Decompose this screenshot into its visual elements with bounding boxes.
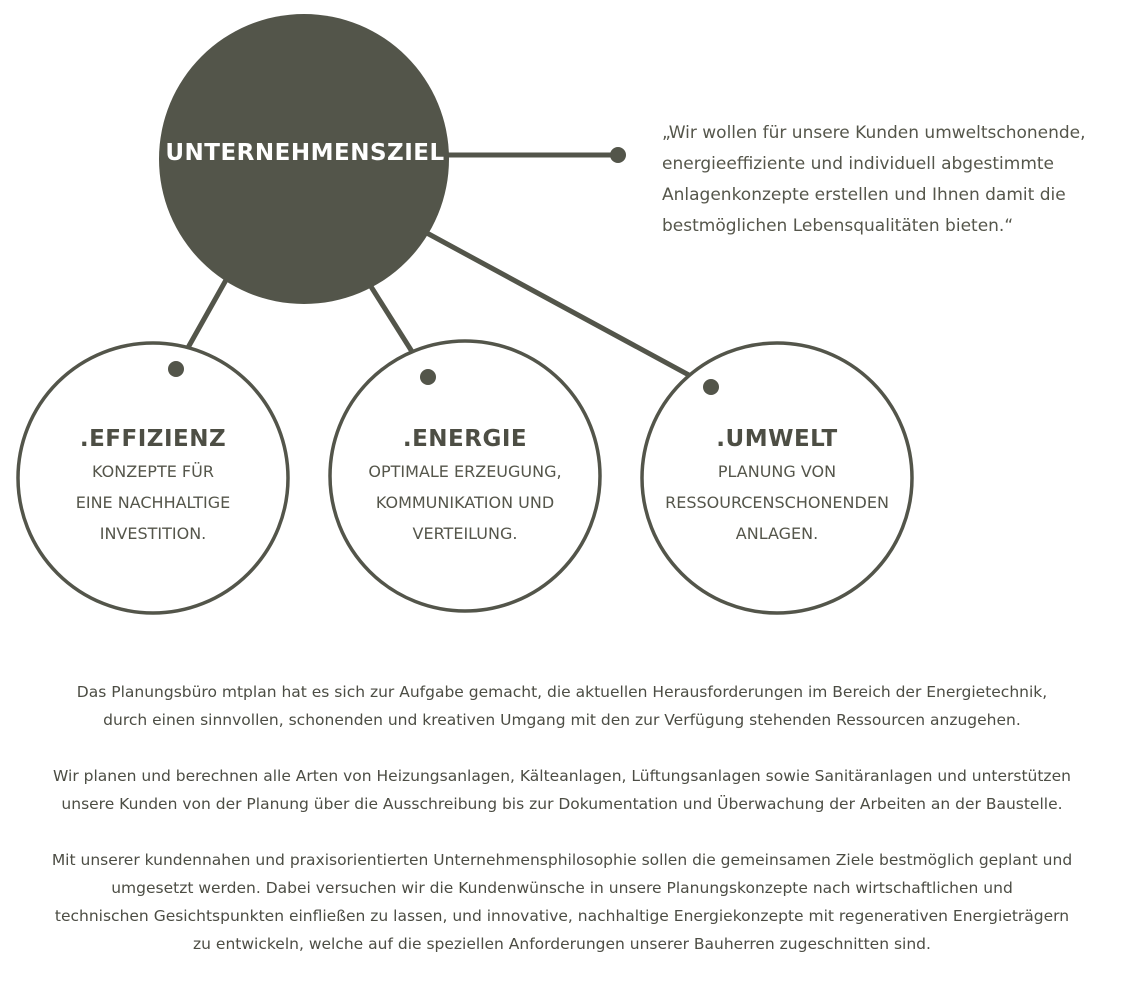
pillar-title: .EFFIZIENZ: [79, 426, 227, 452]
central-label: UNTERNEHMENSZIEL: [165, 140, 445, 166]
paragraph-philosophy: Mit unserer kundennahen und praxisorient…: [20, 846, 1104, 958]
connector-umwelt: [423, 229, 713, 390]
pillar-energie: .ENERGIE OPTIMALE ERZEUGUNG, KOMMUNIKATI…: [335, 424, 595, 549]
paragraph-line: durch einen sinnvollen, schonenden und k…: [103, 711, 1021, 729]
quote-line: bestmöglichen Lebensqualitäten bieten.“: [662, 216, 1014, 236]
pillar-title: .ENERGIE: [402, 426, 528, 452]
pillar-line: KONZEPTE FÜR: [92, 462, 214, 481]
pillar-line: KOMMUNIKATION UND: [375, 493, 555, 512]
paragraph-services: Wir planen und berechnen alle Arten von …: [20, 762, 1104, 818]
dot-umwelt: [703, 379, 719, 395]
circle-umwelt: [640, 341, 914, 615]
quote-text: „Wir wollen für unsere Kunden umweltscho…: [662, 118, 1122, 242]
pillar-description: OPTIMALE ERZEUGUNG, KOMMUNIKATION UND VE…: [335, 456, 595, 549]
body-text: Das Planungsbüro mtplan hat es sich zur …: [20, 678, 1104, 986]
dot-quote: [610, 147, 626, 163]
dot-effizienz: [168, 361, 184, 377]
paragraph-intro: Das Planungsbüro mtplan hat es sich zur …: [20, 678, 1104, 734]
paragraph-line: zu entwickeln, welche auf die speziellen…: [193, 935, 931, 953]
circle-effizienz: [16, 341, 290, 615]
pillar-umwelt: .UMWELT PLANUNG VON RESSOURCENSCHONENDEN…: [647, 424, 907, 549]
pillar-line: RESSOURCENSCHONENDEN: [665, 493, 889, 512]
quote-line: „Wir wollen für unsere Kunden umweltscho…: [662, 123, 1086, 143]
paragraph-line: Wir planen und berechnen alle Arten von …: [53, 767, 1071, 785]
central-circle: [159, 14, 449, 304]
paragraph-line: Mit unserer kundennahen und praxisorient…: [51, 851, 1073, 869]
pillar-description: PLANUNG VON RESSOURCENSCHONENDEN ANLAGEN…: [647, 456, 907, 549]
pillar-line: PLANUNG VON: [717, 462, 837, 481]
pillar-title: .UMWELT: [716, 426, 838, 452]
pillar-line: EINE NACHHALTIGE: [75, 493, 231, 512]
pillar-effizienz: .EFFIZIENZ KONZEPTE FÜR EINE NACHHALTIGE…: [23, 424, 283, 549]
pillar-line: ANLAGEN.: [735, 524, 819, 543]
diagram-graphic: [16, 14, 914, 615]
quote-line: Anlagenkonzepte erstellen und Ihnen dami…: [662, 185, 1066, 205]
pillar-line: INVESTITION.: [99, 524, 207, 543]
circle-energie: [328, 339, 602, 613]
paragraph-line: Das Planungsbüro mtplan hat es sich zur …: [76, 683, 1048, 701]
pillar-line: VERTEILUNG.: [412, 524, 518, 543]
pillar-line: OPTIMALE ERZEUGUNG,: [368, 462, 562, 481]
paragraph-line: umgesetzt werden. Dabei versuchen wir di…: [111, 879, 1013, 897]
paragraph-line: unsere Kunden von der Planung über die A…: [61, 795, 1063, 813]
quote-line: energieeffiziente und individuell abgest…: [662, 154, 1055, 174]
pillar-description: KONZEPTE FÜR EINE NACHHALTIGE INVESTITIO…: [23, 456, 283, 549]
paragraph-line: technischen Gesichtspunkten einfließen z…: [54, 907, 1070, 925]
dot-energie: [420, 369, 436, 385]
